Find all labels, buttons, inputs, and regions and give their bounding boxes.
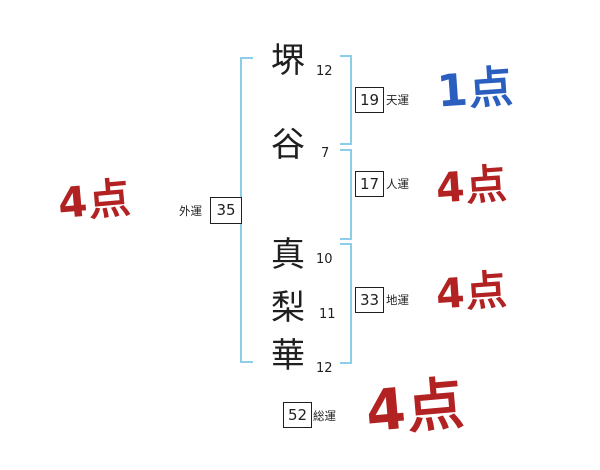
person-luck-score: 4点: [434, 159, 510, 213]
name-char-1: 堺: [271, 41, 305, 81]
stroke-count-3: 10: [316, 252, 333, 267]
total-luck-value-box: 52: [283, 402, 312, 428]
heaven-luck-value-box: 19: [355, 87, 384, 113]
outer-luck-label: 外運: [179, 204, 202, 218]
stroke-count-2: 7: [321, 146, 330, 161]
outer-luck-score: 4点: [55, 172, 134, 229]
name-char-3: 真: [271, 235, 305, 275]
name-char-5: 華: [271, 336, 305, 376]
stroke-count-1: 12: [316, 64, 333, 79]
earth-luck-label: 地運: [386, 293, 409, 307]
earth-luck-bracket: [340, 243, 352, 364]
name-char-2: 谷: [271, 125, 305, 165]
earth-luck-score: 4点: [434, 265, 510, 319]
person-luck-bracket: [340, 149, 352, 240]
person-luck-value-box: 17: [355, 171, 384, 197]
total-luck-label: 総運: [313, 409, 336, 423]
total-luck-score: 4点: [363, 370, 468, 446]
stroke-count-4: 11: [319, 307, 336, 322]
person-luck-label: 人運: [386, 177, 409, 191]
heaven-luck-label: 天運: [386, 93, 409, 107]
name-char-4: 梨: [271, 288, 305, 328]
heaven-luck-bracket: [340, 55, 352, 145]
heaven-luck-score: 1点: [435, 61, 516, 118]
earth-luck-value-box: 33: [355, 287, 384, 313]
outer-luck-value-box: 35: [210, 197, 242, 224]
stroke-count-5: 12: [316, 361, 333, 376]
